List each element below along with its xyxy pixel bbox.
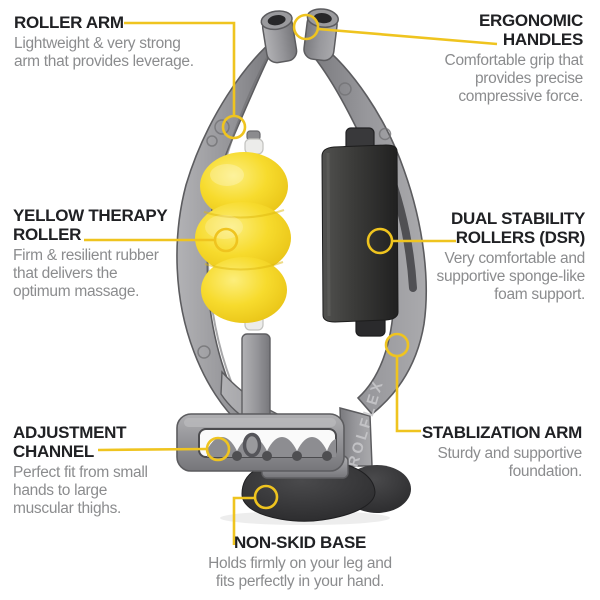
callout-body: Very comfortable and supportive sponge-l…: [436, 250, 586, 303]
callout-roller-arm: ROLLER ARM Lightweight & very strong arm…: [14, 13, 194, 71]
callout-body: Lightweight & very strong arm that provi…: [14, 35, 194, 70]
callout-body: Firm & resilient rubber that delivers th…: [13, 247, 159, 300]
callout-body: Comfortable grip that provides precise c…: [444, 52, 584, 105]
callout-adjustment-channel: ADJUSTMENT CHANNEL Perfect fit from smal…: [13, 423, 148, 518]
yellow-therapy-roller-shape: [195, 152, 291, 323]
callout-title: ADJUSTMENT CHANNEL: [13, 423, 127, 461]
callout-ergonomic-handles: ERGONOMIC HANDLES Comfortable grip that …: [444, 11, 584, 106]
callout-stablization-arm: STABLIZATION ARM Sturdy and supportive f…: [422, 423, 582, 481]
roller-carriage: [241, 333, 271, 421]
callout-title: NON-SKID BASE: [233, 533, 367, 552]
callout-body: Sturdy and supportive foundation.: [437, 445, 583, 480]
callout-lines: [84, 13, 498, 545]
callout-non-skid-base: NON-SKID BASE Holds firmly on your leg a…: [100, 533, 500, 591]
callout-body: Holds firmly on your leg and fits perfec…: [208, 555, 392, 590]
ergonomic-handles-shape: [260, 8, 340, 64]
callout-title: DUAL STABILITY ROLLERS (DSR): [451, 209, 585, 247]
callout-title: YELLOW THERAPY ROLLER: [13, 206, 168, 244]
callout-title: STABLIZATION ARM: [421, 423, 582, 442]
callout-dual-stability-rollers: DUAL STABILITY ROLLERS (DSR) Very comfor…: [437, 209, 586, 304]
callout-title: ROLLER ARM: [14, 13, 124, 32]
callout-yellow-therapy-roller: YELLOW THERAPY ROLLER Firm & resilient r…: [13, 206, 168, 301]
adjustment-channel-shape: [176, 413, 345, 472]
foam-roller-shape: [321, 127, 399, 337]
callout-title: ERGONOMIC HANDLES: [478, 11, 583, 49]
callout-body: Perfect fit from small hands to large mu…: [13, 464, 148, 517]
